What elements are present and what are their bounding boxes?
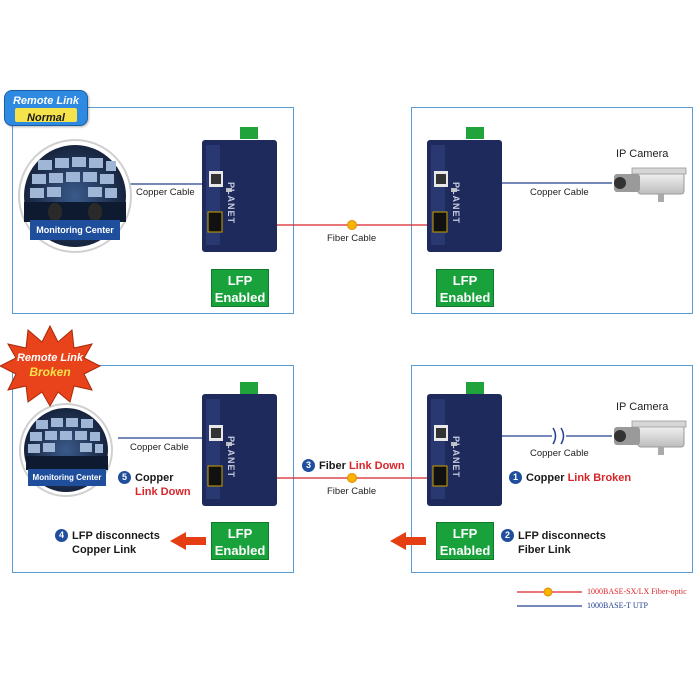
monitoring-center-top-icon bbox=[18, 139, 132, 253]
ip-camera-top-icon bbox=[614, 167, 687, 202]
arrow-left-icon bbox=[170, 532, 206, 550]
monitoring-center-bottom-icon bbox=[19, 403, 113, 497]
legend-fiber-label: 1000BASE-SX/LX Fiber-optic bbox=[587, 587, 687, 596]
arrow-left-icon-2 bbox=[390, 532, 426, 550]
bottom-copper-cable-right-label: Copper Cable bbox=[530, 448, 589, 459]
top-fiber-cable-label: Fiber Cable bbox=[327, 233, 377, 244]
brand-label: PLANET bbox=[451, 436, 461, 478]
bottom-fiber-dot bbox=[347, 473, 357, 483]
media-converter-bottom-left-icon bbox=[202, 382, 277, 506]
top-fiber-dot bbox=[347, 220, 357, 230]
broken-badge-line2: Broken bbox=[29, 365, 71, 379]
brand-label: PLANET bbox=[226, 436, 236, 478]
broken-link-mark bbox=[552, 427, 565, 445]
bottom-copper-cable-left-label: Copper Cable bbox=[130, 442, 189, 453]
media-converter-top-right-icon bbox=[427, 127, 502, 252]
broken-badge-line1: Remote Link bbox=[16, 352, 83, 364]
bottom-ip-camera-label: IP Camera bbox=[616, 401, 669, 413]
monitoring-center-bottom-label: Monitoring Center bbox=[32, 473, 102, 482]
legend-utp-label: 1000BASE-T UTP bbox=[587, 601, 648, 610]
brand-label: PLANET bbox=[451, 182, 461, 224]
legend-fiber-dot bbox=[543, 587, 553, 597]
media-converter-bottom-right-icon bbox=[427, 382, 502, 506]
monitoring-center-top-label: Monitoring Center bbox=[36, 225, 114, 235]
ip-camera-bottom-icon bbox=[614, 420, 687, 455]
normal-badge-line1: Remote Link bbox=[12, 95, 79, 107]
media-converter-top-left-icon bbox=[202, 127, 277, 252]
bottom-fiber-cable-label: Fiber Cable bbox=[327, 486, 377, 497]
step-4-number: 4 bbox=[55, 529, 68, 542]
step-2-number: 2 bbox=[501, 529, 514, 542]
brand-label: PLANET bbox=[226, 182, 236, 224]
step-5-number: 5 bbox=[118, 471, 131, 484]
broken-badge: Remote Link Broken bbox=[4, 352, 96, 379]
step-1-number: 1 bbox=[509, 471, 522, 484]
top-ip-camera-label: IP Camera bbox=[616, 148, 669, 160]
normal-badge: Remote Link Normal bbox=[4, 90, 88, 126]
top-copper-cable-right-label: Copper Cable bbox=[530, 187, 589, 198]
broken-badge-burst-icon bbox=[0, 324, 102, 408]
step-3-number: 3 bbox=[302, 459, 315, 472]
top-copper-cable-left-label: Copper Cable bbox=[136, 187, 195, 198]
normal-badge-line2: Normal bbox=[15, 108, 77, 124]
